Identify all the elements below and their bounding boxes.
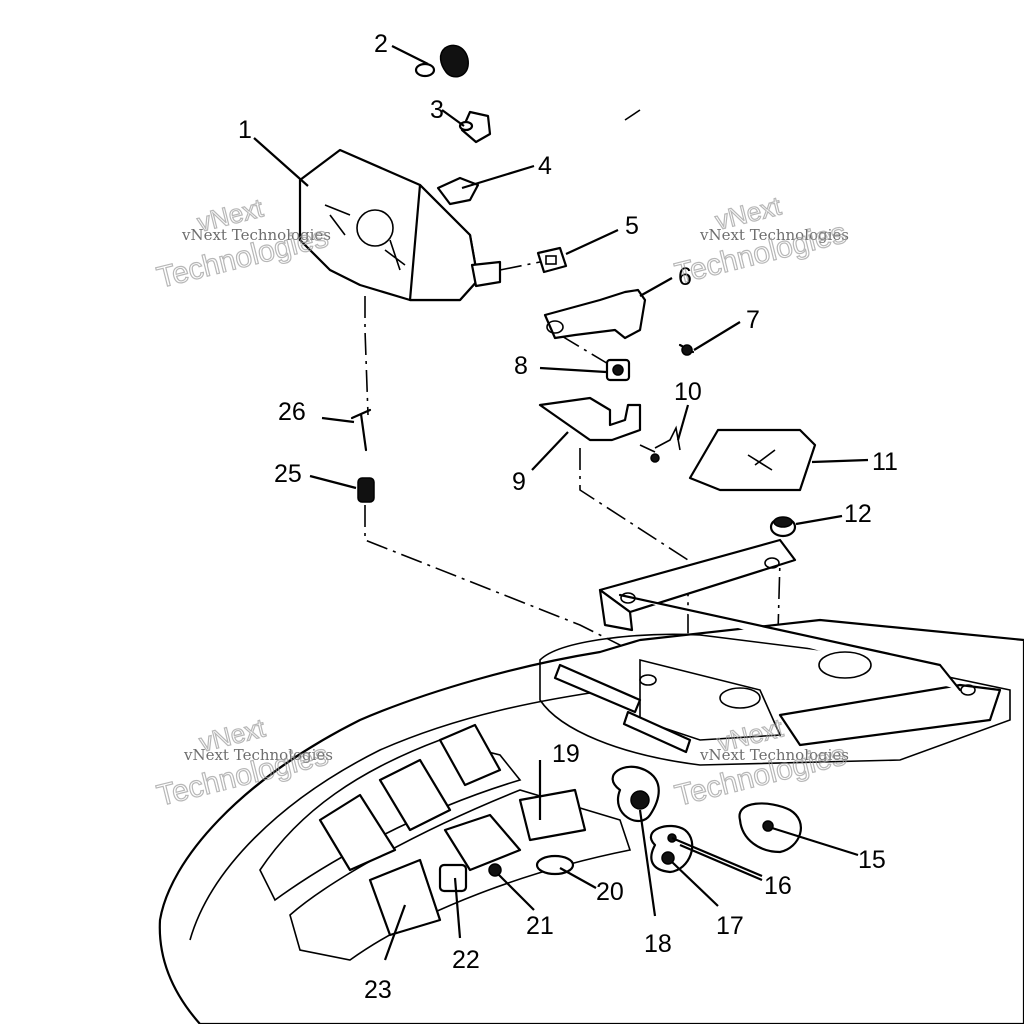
callout-6: 6 bbox=[678, 263, 692, 291]
callout-8: 8 bbox=[514, 352, 528, 380]
svg-text:vNext Technologies: vNext Technologies bbox=[699, 226, 849, 244]
spring-clip bbox=[654, 425, 681, 451]
lower-bracket bbox=[538, 396, 642, 442]
callout-19: 19 bbox=[552, 740, 580, 768]
callout-25: 25 bbox=[274, 460, 302, 488]
pin-parts bbox=[350, 408, 375, 503]
callout-11: 11 bbox=[872, 448, 898, 476]
callout-10: 10 bbox=[674, 378, 702, 406]
leader-lines bbox=[253, 45, 869, 961]
grommet-part bbox=[769, 516, 797, 538]
mount-bracket bbox=[543, 288, 647, 340]
callout-21: 21 bbox=[526, 912, 554, 940]
callout-4: 4 bbox=[538, 152, 552, 180]
callout-7: 7 bbox=[746, 306, 760, 334]
deck-hull bbox=[158, 538, 1024, 1024]
callout-17: 17 bbox=[716, 912, 744, 940]
callout-2: 2 bbox=[374, 30, 388, 58]
clip-part bbox=[436, 176, 480, 206]
callout-16: 16 bbox=[764, 872, 792, 900]
callout-1: 1 bbox=[238, 116, 252, 144]
callout-20: 20 bbox=[596, 878, 624, 906]
callout-23: 23 bbox=[364, 976, 392, 1004]
svg-text:vNext Technologies: vNext Technologies bbox=[181, 226, 331, 244]
callout-22: 22 bbox=[452, 946, 480, 974]
callout-9: 9 bbox=[512, 468, 526, 496]
callout-18: 18 bbox=[644, 930, 672, 958]
display-housing bbox=[298, 148, 502, 302]
gauge-cover bbox=[688, 428, 817, 492]
bulb-parts bbox=[414, 44, 492, 144]
callout-26: 26 bbox=[278, 398, 306, 426]
svg-text:vNext Technologies: vNext Technologies bbox=[183, 746, 333, 764]
svg-text:vNext Technologies: vNext Technologies bbox=[699, 746, 849, 764]
watermark-top-right: vNext vNext Technologies Technologies bbox=[671, 190, 850, 292]
callout-15: 15 bbox=[858, 846, 886, 874]
callout-12: 12 bbox=[844, 500, 872, 528]
callout-5: 5 bbox=[625, 212, 639, 240]
callout-labels: 1 2 3 4 5 6 7 8 9 10 11 12 15 16 17 18 1… bbox=[238, 30, 898, 1004]
callout-3: 3 bbox=[430, 96, 444, 124]
gasket-part bbox=[536, 246, 568, 274]
